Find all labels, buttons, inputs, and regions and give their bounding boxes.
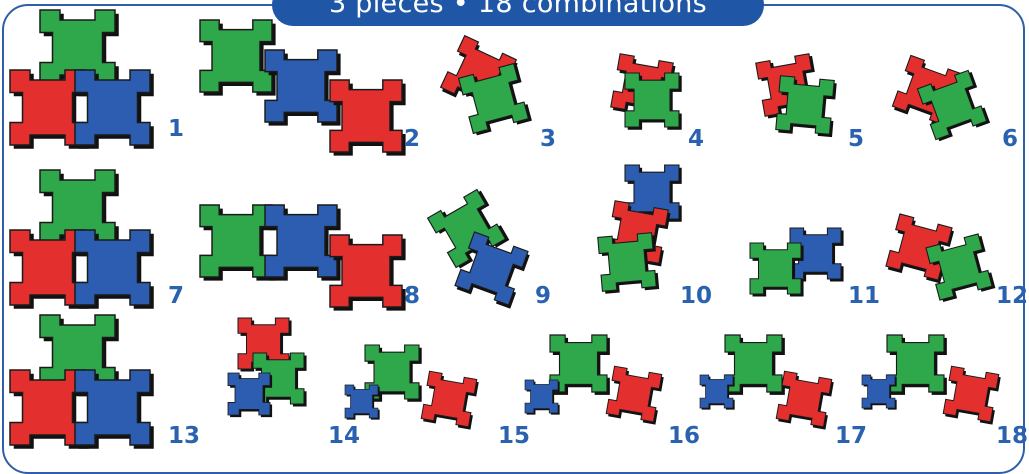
combination-number: 7 (168, 285, 184, 308)
puzzle-pieces-illustration (200, 205, 400, 305)
combination-number: 16 (668, 425, 700, 448)
combination-number: 2 (404, 128, 420, 151)
combination-number: 6 (1002, 128, 1018, 151)
puzzle-pieces-illustration (862, 335, 1002, 435)
puzzle-pieces-illustration (10, 170, 160, 310)
puzzle-pieces-illustration (600, 165, 685, 305)
combination-number: 13 (168, 425, 200, 448)
puzzle-pieces-illustration (700, 335, 840, 435)
combination-number: 4 (688, 128, 704, 151)
combination-number: 9 (535, 285, 551, 308)
combination-number: 11 (848, 285, 880, 308)
combination-number: 8 (404, 285, 420, 308)
puzzle-pieces-illustration (892, 215, 1002, 305)
puzzle-pieces-illustration (10, 315, 160, 435)
combination-number: 3 (540, 128, 556, 151)
combination-number: 5 (848, 128, 864, 151)
combination-number: 10 (680, 285, 712, 308)
puzzle-pieces-illustration (450, 45, 535, 145)
puzzle-pieces-illustration (760, 58, 840, 148)
combination-number: 18 (996, 425, 1028, 448)
puzzle-pieces-illustration (345, 345, 490, 435)
puzzle-pieces-illustration (525, 335, 675, 430)
puzzle-pieces-illustration (10, 10, 160, 150)
puzzle-pieces-illustration (438, 200, 528, 300)
puzzle-pieces-illustration (900, 58, 1000, 148)
combination-number: 12 (996, 285, 1028, 308)
puzzle-pieces-illustration (228, 318, 318, 428)
puzzle-pieces-illustration (610, 58, 690, 148)
puzzle-pieces-illustration (750, 228, 840, 308)
combination-number: 1 (168, 118, 184, 141)
puzzle-pieces-illustration (200, 20, 400, 150)
